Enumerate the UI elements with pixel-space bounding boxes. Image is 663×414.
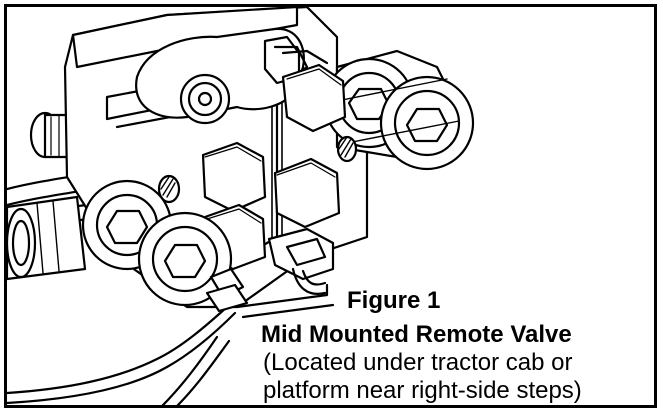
left-cylinder [7,195,87,281]
figure-frame: Figure 1 Mid Mounted Remote Valve (Locat… [4,4,657,408]
figure-name: Mid Mounted Remote Valve [261,321,572,348]
leaf-emblems [157,135,358,204]
figure-note-line-1: (Located under tractor cab or [263,349,573,376]
lower-right-fittings [205,227,335,313]
lower-hydraulic-tubes [7,283,335,405]
figure-title: Figure 1 [347,287,441,314]
top-end-cap [135,27,305,125]
remote-valve-illustration [7,7,475,405]
figure-note-line-2: platform near right-side steps) [263,377,582,404]
lower-disc-bolts [81,179,233,307]
